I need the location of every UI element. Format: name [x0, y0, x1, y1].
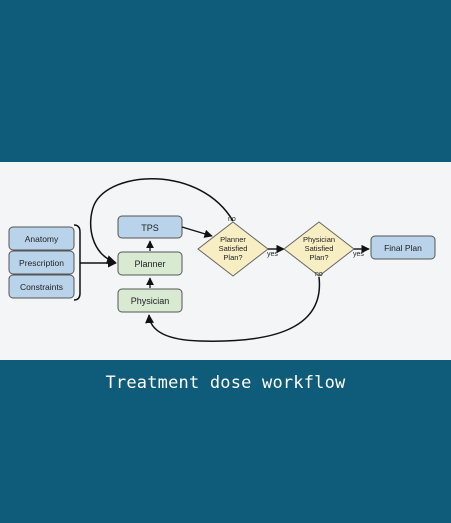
physician-decision-line2: Satisfied: [305, 244, 334, 253]
physician-yes-label: yes: [353, 251, 364, 258]
planner-label: Planner: [134, 259, 165, 269]
input-prescription: Prescription: [8, 250, 75, 275]
input-constraints-label: Constraints: [20, 282, 63, 292]
planner-decision-line3: Plan?: [223, 253, 242, 262]
planner-decision-line1: Planner: [220, 235, 246, 244]
planner-decision-line2: Satisfied: [219, 244, 248, 253]
input-anatomy-label: Anatomy: [25, 234, 59, 244]
figure-caption: Treatment dose workflow: [105, 373, 346, 393]
planner-no-label: no: [228, 216, 236, 223]
input-anatomy: Anatomy: [8, 226, 75, 251]
planner-yes-label: yes: [267, 251, 278, 258]
physician-decision-line1: Physician: [303, 235, 335, 244]
input-constraints: Constraints: [8, 274, 75, 299]
physician-node: Physician: [117, 288, 183, 313]
physician-decision-node: Physician Satisfied Plan?: [283, 221, 355, 277]
final-plan-label: Final Plan: [384, 243, 422, 253]
final-plan-node: Final Plan: [370, 235, 436, 260]
edge-planner-no-loop: [90, 178, 234, 264]
physician-no-label: no: [315, 271, 323, 278]
input-prescription-label: Prescription: [19, 258, 64, 268]
physician-label: Physician: [131, 296, 170, 306]
planner-decision-node: Planner Satisfied Plan?: [197, 221, 269, 277]
edge-tps-to-planner-decision: [181, 226, 213, 238]
input-bracket: [73, 224, 81, 301]
tps-node: TPS: [117, 215, 183, 239]
physician-decision-line3: Plan?: [309, 253, 328, 262]
planner-node: Planner: [117, 251, 183, 276]
edge-physician-no-loop: [145, 276, 321, 342]
tps-label: TPS: [141, 223, 159, 233]
